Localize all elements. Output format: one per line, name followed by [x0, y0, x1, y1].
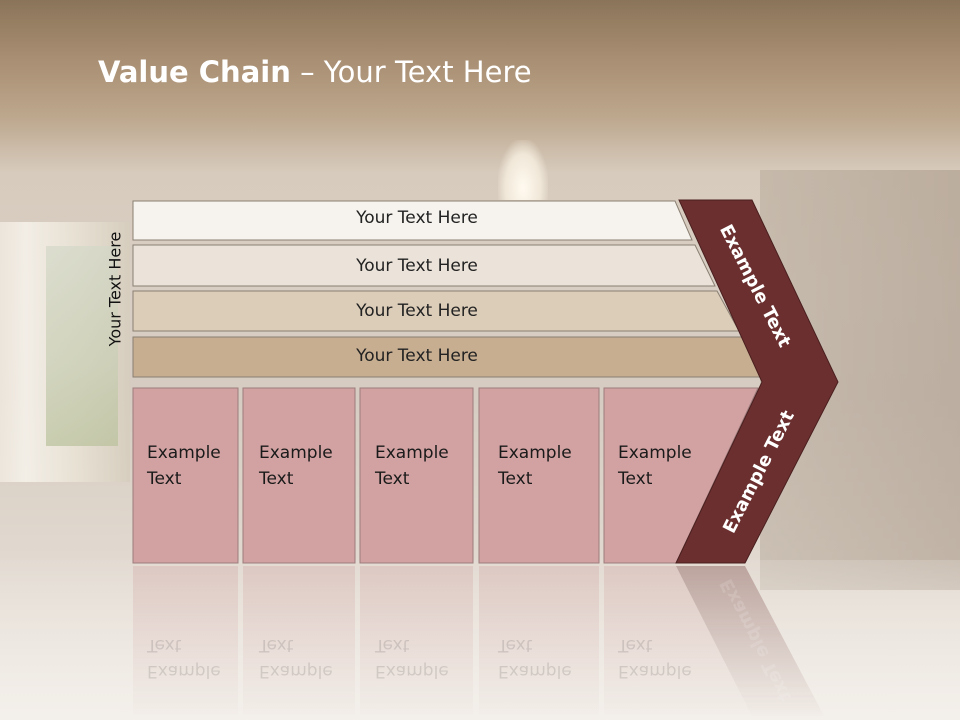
reflection-box-4	[479, 566, 599, 716]
reflection-chevron	[676, 566, 824, 716]
slide-title-bold: Value Chain	[98, 55, 291, 89]
box-2-line1: Example	[259, 443, 333, 463]
box-5-reflection-line2: Text	[618, 635, 653, 655]
reflection-box-2	[243, 566, 355, 716]
chevron-shape[interactable]	[675, 199, 839, 564]
box-1-line1: Example	[147, 443, 221, 463]
box-4-reflection: Example Text	[498, 632, 572, 684]
box-3-shape[interactable]	[359, 387, 474, 564]
box-3-reflection-line1: Example	[375, 661, 449, 681]
box-4-line1: Example	[498, 443, 572, 463]
box-4-reflection-line1: Example	[498, 661, 572, 681]
box-3-reflection-line2: Text	[375, 635, 410, 655]
box-4-line2: Text	[498, 469, 533, 489]
box-1-line2: Text	[147, 469, 182, 489]
box-4-shape[interactable]	[478, 387, 600, 564]
box-5-reflection: Example Text	[618, 632, 692, 684]
box-1-reflection-line2: Text	[147, 635, 182, 655]
box-1-shape[interactable]	[132, 387, 239, 564]
box-1-reflection: Example Text	[147, 632, 221, 684]
box-5-line1: Example	[618, 443, 692, 463]
box-1-reflection-line1: Example	[147, 661, 221, 681]
slide-title[interactable]: Value Chain – Your Text Here	[98, 55, 532, 89]
box-5-line2: Text	[618, 469, 653, 489]
box-2-reflection-line1: Example	[259, 661, 333, 681]
reflection-box-1	[133, 566, 238, 716]
row-1-label: Your Text Here	[356, 208, 478, 228]
box-5-reflection-line1: Example	[618, 661, 692, 681]
reflection-group	[133, 566, 824, 716]
row-3-label: Your Text Here	[356, 301, 478, 321]
box-2-shape[interactable]	[242, 387, 356, 564]
row-2-shape[interactable]	[132, 244, 716, 287]
box-3-line2: Text	[375, 469, 410, 489]
box-3-line1: Example	[375, 443, 449, 463]
reflection-box-3	[360, 566, 473, 716]
box-2-reflection-line2: Text	[259, 635, 294, 655]
row-2-label: Your Text Here	[356, 256, 478, 276]
row-1-shape[interactable]	[132, 200, 693, 241]
row-4-label: Your Text Here	[356, 346, 478, 366]
slide-title-regular: – Your Text Here	[290, 55, 532, 89]
box-4-reflection-line2: Text	[498, 635, 533, 655]
box-2-line2: Text	[259, 469, 294, 489]
reflection-box-5	[604, 566, 752, 716]
box-2-reflection: Example Text	[259, 632, 333, 684]
box-3-reflection: Example Text	[375, 632, 449, 684]
